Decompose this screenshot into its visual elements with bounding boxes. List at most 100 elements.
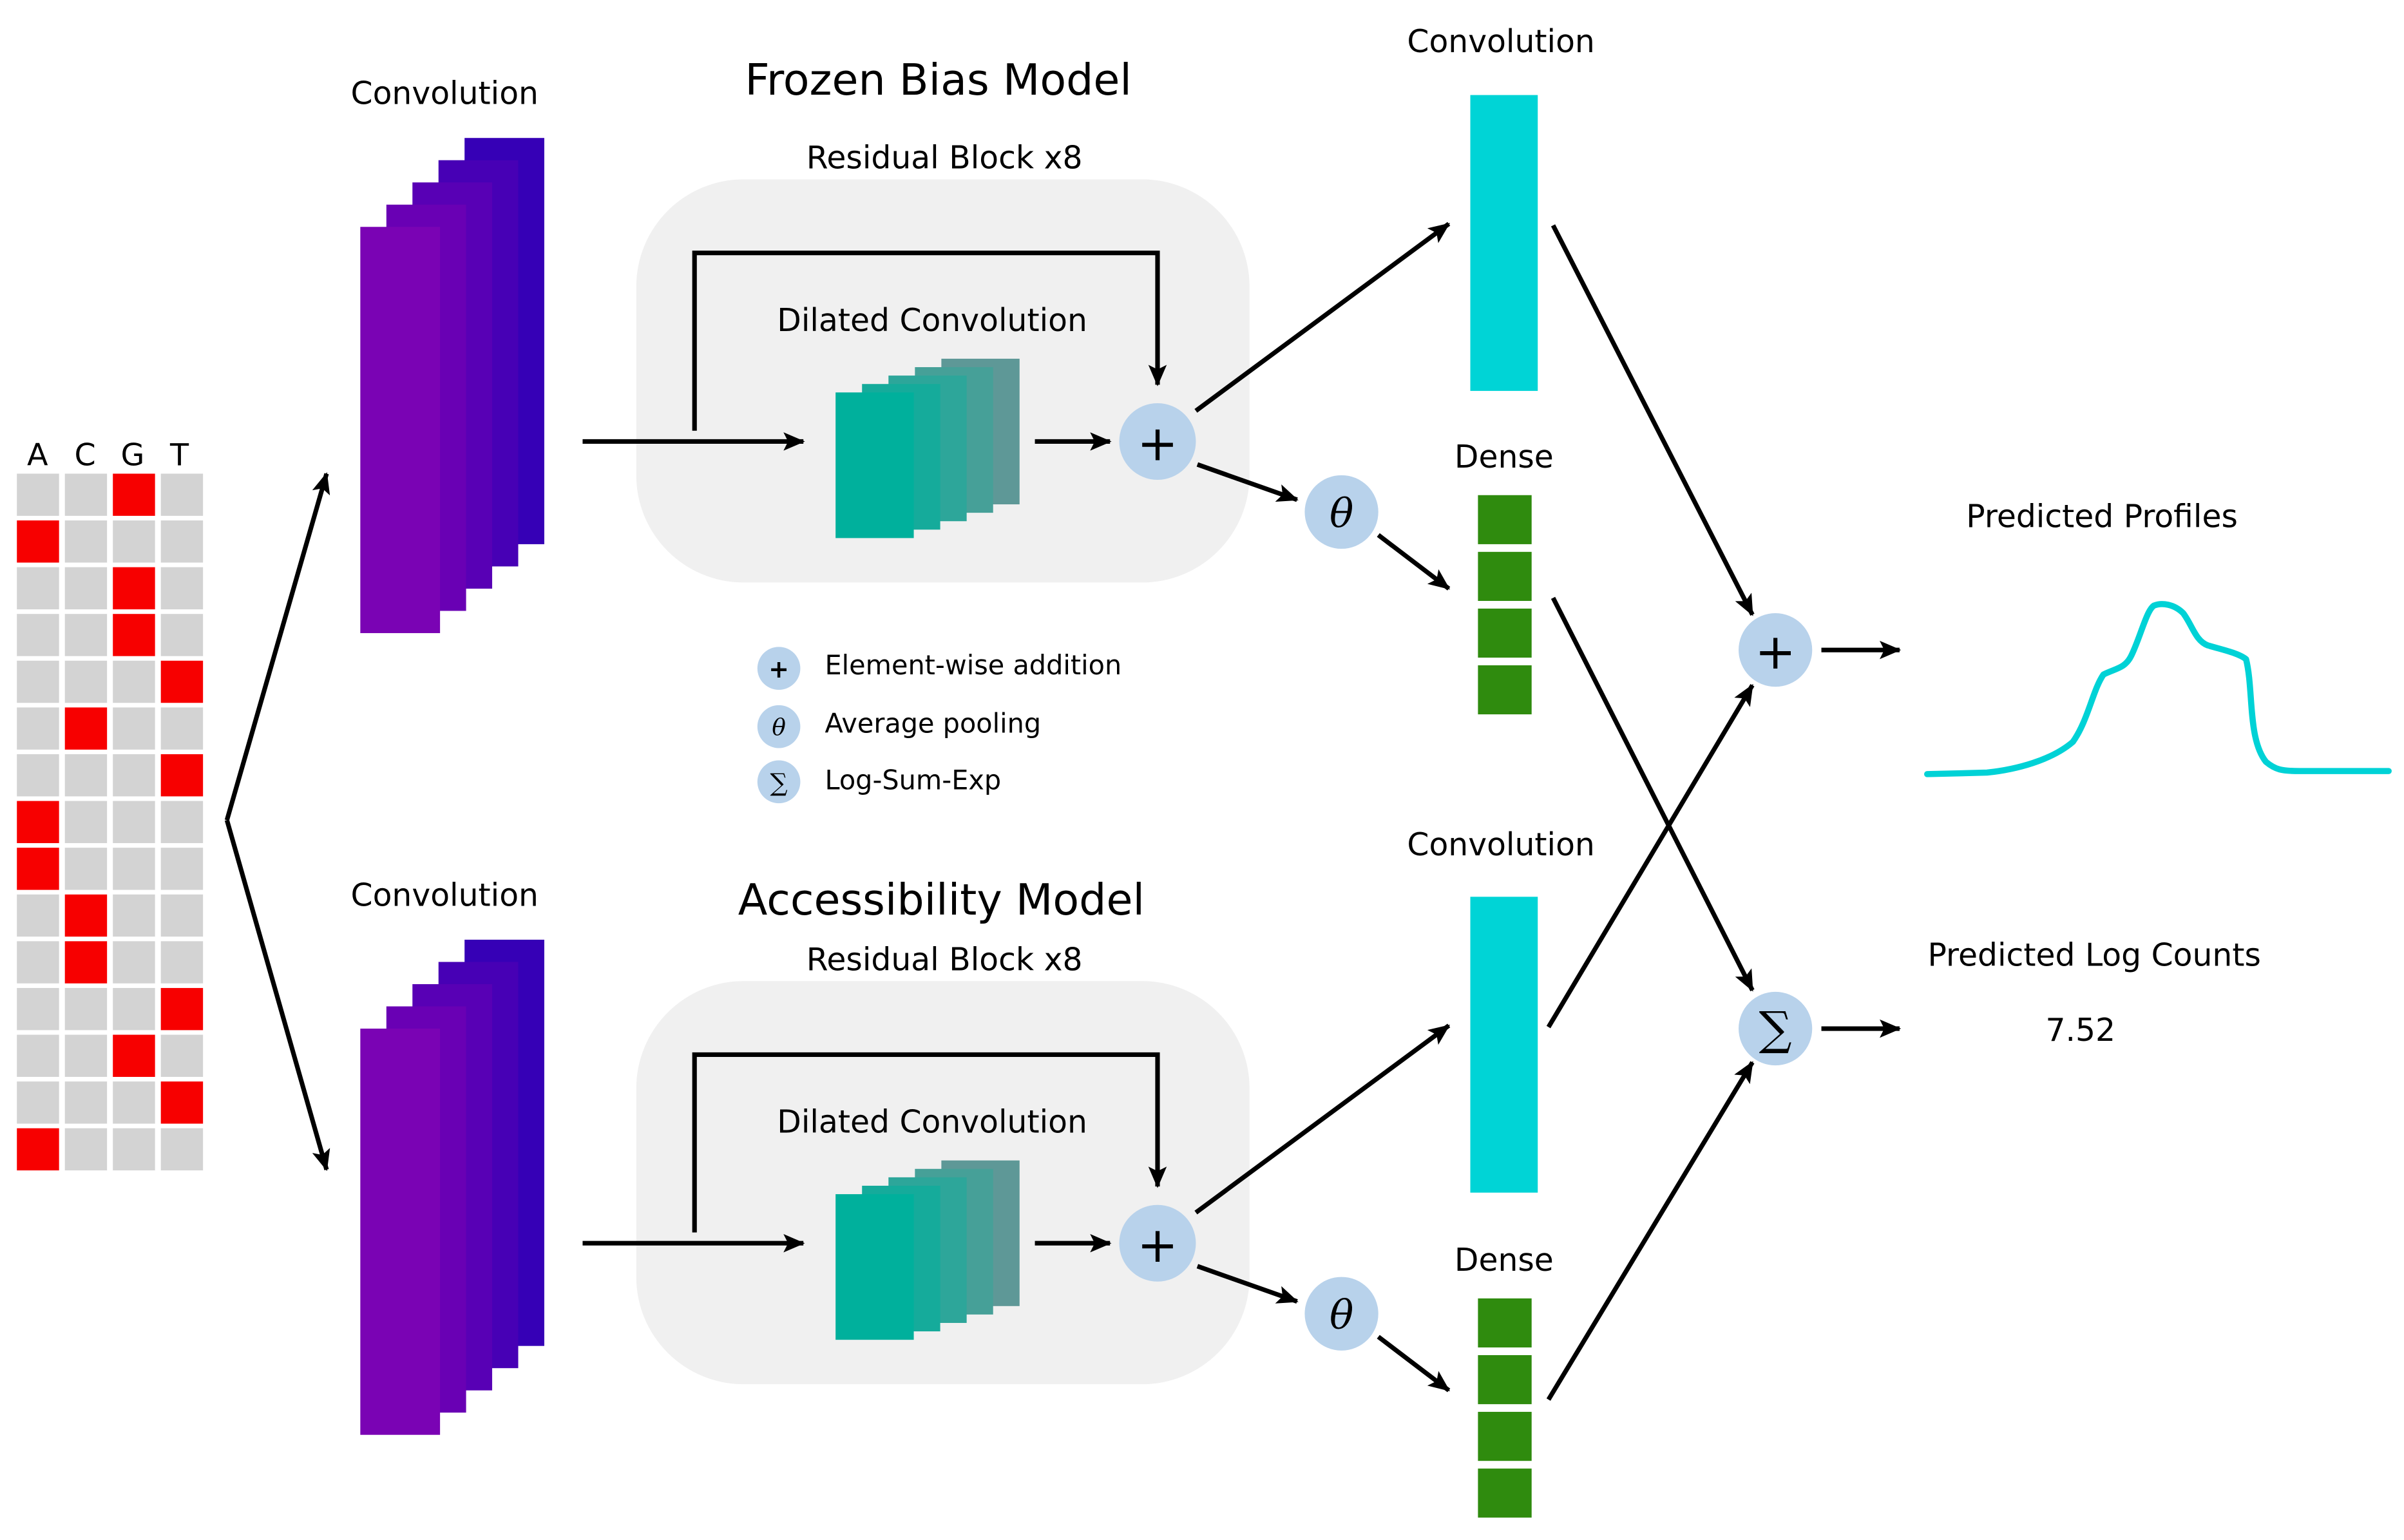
onehot-matrix <box>17 473 204 1171</box>
branch-frozen-bias: Convolution Residual Block x8 Dilated Co… <box>351 23 1595 715</box>
dense-unit <box>1478 551 1532 601</box>
arrow-input-to-bias-conv <box>224 472 330 821</box>
plus-icon: + <box>1137 414 1178 471</box>
onehot-cell <box>17 941 59 984</box>
legend-pool-circle <box>757 705 801 748</box>
arrow-input-to-access-conv <box>224 819 330 1172</box>
onehot-cell-active <box>113 614 155 656</box>
onehot-cell <box>64 1034 108 1077</box>
output-sum-circle <box>1739 991 1813 1066</box>
onehot-cell <box>160 707 204 750</box>
arrow-access-dense-to-sum <box>1546 1061 1755 1401</box>
onehot-cell <box>113 941 155 984</box>
onehot-cell <box>17 754 59 797</box>
onehot-cell <box>113 801 155 844</box>
onehot-cell <box>17 660 59 703</box>
onehot-cell <box>160 894 204 937</box>
branch-accessibility: Convolution Residual Block x8 Dilated Co… <box>351 826 1595 1518</box>
base-letter-g: G <box>120 437 144 473</box>
onehot-cell-active <box>17 848 59 890</box>
dilated-conv-stack <box>835 1160 1020 1340</box>
onehot-cell-active <box>64 707 108 750</box>
onehot-cell <box>113 1128 155 1171</box>
onehot-cell <box>64 754 108 797</box>
conv-layer <box>360 1029 441 1435</box>
plus-icon: + <box>768 655 789 683</box>
dilated-conv-label: Dilated Convolution <box>777 1104 1087 1141</box>
arrow-add-to-pool <box>1196 462 1299 502</box>
onehot-cell <box>64 1081 108 1124</box>
residual-block-label: Residual Block x8 <box>806 140 1083 176</box>
onehot-cell <box>113 520 155 563</box>
onehot-cell <box>17 1034 59 1077</box>
sigma-icon: ∑ <box>1759 1002 1792 1056</box>
onehot-cell-active <box>17 1128 59 1171</box>
dilated-conv-layer <box>835 1194 914 1340</box>
onehot-cell <box>160 473 204 516</box>
conv-stack <box>360 939 544 1435</box>
add-operator-circle <box>1119 403 1196 480</box>
onehot-cell-active <box>160 660 204 703</box>
pool-operator-circle <box>1304 1277 1378 1351</box>
onehot-cell <box>17 987 59 1031</box>
onehot-cell <box>17 614 59 656</box>
arrow-bias-conv-to-add <box>1550 224 1755 616</box>
onehot-cell-active <box>64 941 108 984</box>
dense-block <box>1478 495 1532 715</box>
theta-icon: θ <box>1330 490 1353 537</box>
base-letter-c: C <box>75 437 96 473</box>
onehot-cell <box>160 614 204 656</box>
dense-unit <box>1478 665 1532 715</box>
onehot-cell-active <box>113 1034 155 1077</box>
legend: + Element-wise addition θ Average poolin… <box>757 647 1121 804</box>
onehot-cell <box>113 754 155 797</box>
bias-model-title: Frozen Bias Model <box>745 55 1132 105</box>
onehot-cell <box>160 567 204 610</box>
onehot-cell <box>64 614 108 656</box>
add-operator-circle <box>1119 1204 1196 1282</box>
arrow-access-conv-to-add <box>1546 683 1755 1029</box>
plus-icon: + <box>1755 623 1796 680</box>
onehot-cell <box>64 987 108 1031</box>
legend-label-logsumexp: Log-Sum-Exp <box>825 765 1002 795</box>
profile-conv-block <box>1470 95 1538 391</box>
onehot-cell-active <box>160 987 204 1031</box>
onehot-cell <box>64 1128 108 1171</box>
onehot-cell <box>113 848 155 890</box>
dilated-conv-label: Dilated Convolution <box>777 302 1087 339</box>
skip-connection-arrow <box>692 251 1167 431</box>
predicted-log-counts-label: Predicted Log Counts <box>1927 936 2260 973</box>
dense-label: Dense <box>1455 1242 1554 1279</box>
dense-unit <box>1478 1355 1532 1405</box>
legend-sum-circle <box>757 760 801 804</box>
onehot-cell <box>113 707 155 750</box>
profile-conv-label: Convolution <box>1407 826 1594 863</box>
onehot-cell <box>64 567 108 610</box>
onehot-cell <box>17 894 59 937</box>
onehot-cell <box>64 520 108 563</box>
legend-label-pooling: Average pooling <box>825 708 1042 739</box>
onehot-cell <box>160 1034 204 1077</box>
theta-icon: θ <box>1330 1292 1353 1338</box>
conv-stack <box>360 138 544 633</box>
dense-unit <box>1478 1469 1532 1518</box>
profile-conv-block <box>1470 897 1538 1193</box>
dense-unit <box>1478 608 1532 658</box>
onehot-cell-active <box>113 567 155 610</box>
theta-icon: θ <box>772 714 786 741</box>
predicted-profiles-label: Predicted Profiles <box>1966 499 2238 535</box>
conv-label: Convolution <box>351 75 539 112</box>
conv-layer <box>360 227 441 633</box>
dilated-conv-stack <box>835 358 1020 538</box>
onehot-cell <box>17 473 59 516</box>
onehot-cell-active <box>17 801 59 844</box>
onehot-cell-active <box>113 473 155 516</box>
arrow-add-to-profile-conv <box>1194 1023 1451 1215</box>
arrow-add-to-profile-conv <box>1194 222 1451 413</box>
onehot-cell <box>17 567 59 610</box>
dilated-conv-layer <box>835 392 914 538</box>
onehot-cell-active <box>64 894 108 937</box>
onehot-cell-active <box>160 1081 204 1124</box>
dense-label: Dense <box>1455 439 1554 475</box>
